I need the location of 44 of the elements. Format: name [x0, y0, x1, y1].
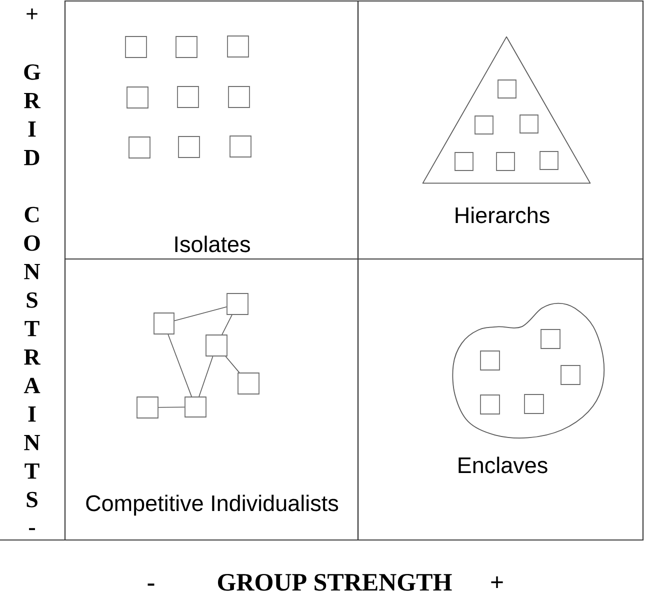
square	[230, 136, 252, 158]
square	[496, 152, 515, 171]
quadrant-cell: Hierarchs	[357, 0, 644, 260]
square	[520, 114, 538, 134]
square	[126, 86, 148, 108]
axis-sign: -	[29, 528, 35, 530]
triangle	[422, 36, 591, 184]
link-line	[225, 356, 240, 373]
square	[178, 136, 200, 158]
square	[480, 394, 500, 414]
link-line	[158, 406, 185, 408]
blob	[452, 302, 605, 438]
square	[154, 312, 174, 334]
link-line	[174, 306, 227, 322]
square	[226, 293, 248, 315]
square	[206, 334, 228, 356]
link-line	[222, 314, 232, 335]
square	[560, 365, 580, 385]
square	[228, 86, 250, 108]
axis-label: GRID CONSTRAINTS	[24, 64, 40, 508]
square	[480, 350, 500, 370]
square	[498, 80, 516, 98]
quadrant-cell: Competitive Individualists	[64, 258, 359, 541]
square	[524, 394, 544, 414]
square	[176, 36, 198, 58]
square	[184, 396, 206, 418]
square	[238, 372, 260, 394]
axis-sign: -	[148, 584, 154, 586]
square	[136, 396, 158, 418]
quadrant-cell: Enclaves	[357, 258, 644, 541]
square	[474, 116, 494, 134]
square	[125, 36, 147, 58]
axis-label: GROUP STRENGTH	[218, 574, 452, 591]
square	[128, 136, 150, 158]
square	[540, 151, 558, 170]
quadrant-cell: Isolates	[64, 0, 359, 260]
link-line	[168, 334, 192, 397]
square	[177, 86, 199, 108]
link-line	[198, 356, 214, 397]
square	[454, 152, 474, 171]
square	[227, 36, 249, 58]
square	[540, 329, 560, 349]
axis-sign: +	[491, 576, 503, 588]
axis-sign: +	[26, 8, 38, 20]
